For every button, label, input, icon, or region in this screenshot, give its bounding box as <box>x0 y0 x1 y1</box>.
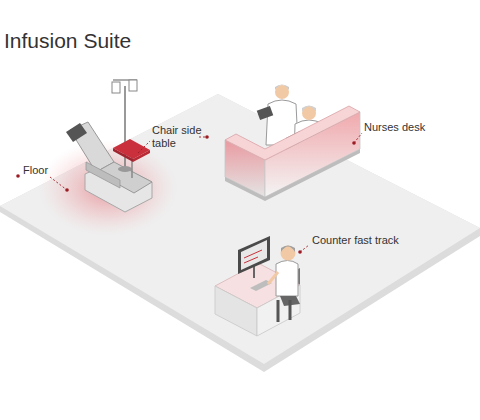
screen-chart <box>244 250 262 263</box>
nurse-hair <box>275 85 289 91</box>
nurse-hair <box>302 106 316 113</box>
floor-edge <box>0 94 480 372</box>
table-top <box>113 139 150 159</box>
floor <box>0 94 480 364</box>
iv-bag <box>112 82 120 93</box>
leader-line <box>50 177 67 190</box>
page-title: Infusion Suite <box>4 29 131 53</box>
chair-armrest <box>86 162 120 188</box>
callout-label: Chair side table <box>152 124 214 150</box>
callout-label: Counter fast track <box>312 234 472 247</box>
nurse-head <box>302 106 316 120</box>
chair-headrest <box>66 123 87 142</box>
table-edge <box>113 148 133 162</box>
clipboard <box>257 106 274 120</box>
leader-dot <box>65 188 69 192</box>
monitor-stand <box>253 266 255 278</box>
desk-ledge <box>225 106 360 160</box>
nurse-head <box>275 85 289 99</box>
table-edge <box>133 150 150 162</box>
chair-side-table <box>113 139 150 178</box>
counter-face <box>215 286 257 336</box>
leader-line <box>138 141 150 153</box>
clerk-head <box>281 246 296 261</box>
iv-pole-foot <box>118 166 132 172</box>
monitor-screen <box>241 240 267 270</box>
iv-bag <box>129 80 137 91</box>
leader-dot <box>16 174 20 178</box>
clerk-hair <box>281 246 295 253</box>
leader-dot <box>352 141 356 145</box>
infusion-chair <box>66 122 152 212</box>
clerk-legs <box>278 300 290 322</box>
leader-dot <box>298 250 302 254</box>
leader-dots <box>16 135 356 254</box>
desk-plinth <box>225 149 360 201</box>
leader-dot <box>205 135 209 139</box>
clerk-shirt <box>276 261 298 297</box>
chair-base <box>85 162 152 212</box>
counter-fast-track <box>215 236 300 336</box>
callout-label: Nurses desk <box>364 121 474 134</box>
leader-line <box>199 137 205 138</box>
clerk-arm <box>268 272 278 284</box>
nurses-desk <box>225 106 360 201</box>
monitor <box>238 236 270 274</box>
leader-line <box>354 133 362 143</box>
callout-label: Floor <box>23 164 83 177</box>
